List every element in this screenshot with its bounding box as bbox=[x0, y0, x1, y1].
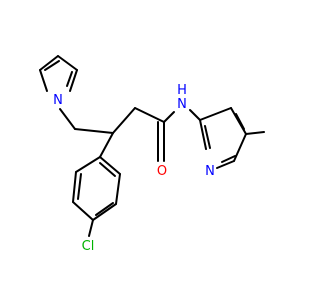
bond bbox=[92, 203, 117, 221]
bond bbox=[95, 202, 114, 216]
bond bbox=[74, 128, 114, 134]
pyridine-nitrogen-label: N bbox=[205, 164, 215, 179]
bond bbox=[199, 119, 207, 150]
bond bbox=[44, 60, 60, 71]
bond bbox=[88, 219, 94, 237]
bond bbox=[72, 201, 94, 221]
bond bbox=[69, 69, 78, 92]
bond bbox=[245, 131, 265, 135]
bond bbox=[163, 111, 175, 123]
bond bbox=[216, 160, 235, 169]
amide-nitrogen-label: N bbox=[177, 97, 187, 112]
bond bbox=[75, 156, 101, 173]
bond bbox=[57, 55, 78, 71]
canvas-background bbox=[0, 0, 300, 300]
bond bbox=[72, 171, 77, 203]
bond bbox=[39, 55, 59, 71]
bond bbox=[115, 173, 121, 205]
chlorine-label: Cl bbox=[82, 239, 95, 254]
bond bbox=[221, 155, 236, 163]
bond bbox=[99, 156, 121, 175]
bond bbox=[189, 109, 201, 121]
bond bbox=[235, 113, 245, 130]
bond bbox=[77, 173, 82, 200]
bond bbox=[99, 162, 116, 177]
molecule-structure-diagram: N N H O N Cl bbox=[0, 0, 300, 300]
bond bbox=[204, 125, 211, 149]
bond bbox=[66, 71, 73, 87]
bond bbox=[233, 133, 247, 162]
carbonyl-oxygen-label: O bbox=[157, 164, 167, 179]
bond bbox=[199, 107, 232, 121]
bond bbox=[112, 107, 136, 134]
pyrrole-nitrogen-label: N bbox=[53, 93, 63, 108]
bond bbox=[99, 132, 114, 158]
bond bbox=[134, 107, 165, 123]
bond bbox=[39, 69, 48, 92]
bond-layer bbox=[39, 55, 265, 237]
amide-hydrogen-label: H bbox=[177, 83, 187, 98]
bond bbox=[59, 108, 76, 130]
atom-label-layer: N N H O N Cl bbox=[53, 83, 215, 254]
